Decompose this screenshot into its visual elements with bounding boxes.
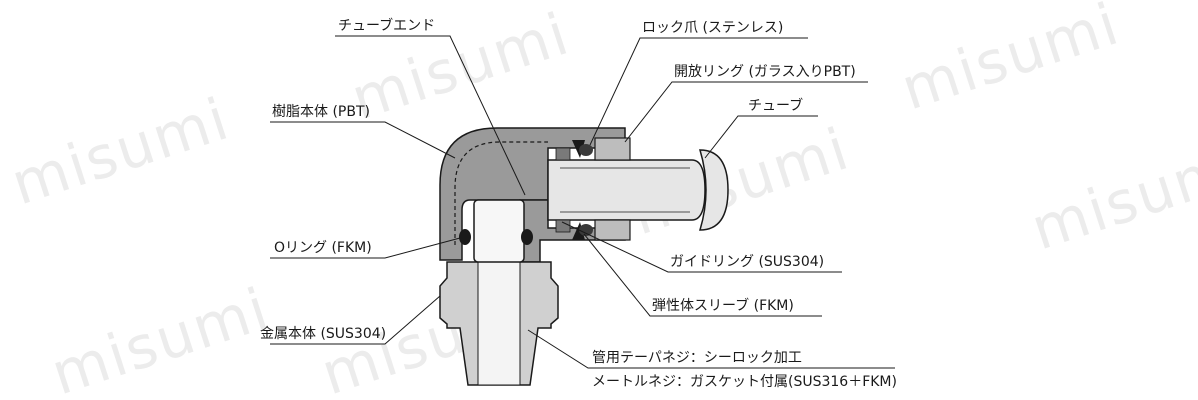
leader-elastomer-sleeve xyxy=(583,233,822,317)
label-o-ring: Oリング (FKM) xyxy=(274,240,372,256)
labels: チューブエンド ロック爪 (ステンレス) 開放リング (ガラス入りPBT) 樹脂… xyxy=(260,17,897,390)
lock-claw-bottom xyxy=(572,222,585,240)
lock-claw-top xyxy=(572,140,585,158)
metal-body-bore xyxy=(477,261,521,386)
label-lock-claw: ロック爪 (ステンレス) xyxy=(642,20,783,36)
elastomer-sleeve-top xyxy=(579,144,593,156)
label-tube: チューブ xyxy=(748,97,803,114)
elbow-fitting xyxy=(439,127,729,386)
leader-lines xyxy=(270,35,895,369)
label-guide-ring: ガイドリング (SUS304) xyxy=(670,254,824,270)
label-metric-thread: メートルネジ：ガスケット付属(SUS316＋FKM) xyxy=(592,374,897,390)
leader-o-ring xyxy=(270,237,461,259)
release-ring-top xyxy=(594,137,631,161)
o-ring-left xyxy=(459,229,471,245)
label-pipe-thread: 管用テーパネジ：シーロック加工 xyxy=(592,350,802,366)
leader-tube xyxy=(704,115,818,159)
guide-ring-bottom xyxy=(555,219,571,233)
label-metal-body: 金属本体 (SUS304) xyxy=(260,326,386,342)
tube-shape xyxy=(547,159,706,221)
label-elastomer-sleeve: 弾性体スリーブ (FKM) xyxy=(652,297,794,314)
resin-body-contour xyxy=(454,141,548,245)
watermark-text: misumi xyxy=(3,84,237,218)
tube-break-end xyxy=(698,149,729,231)
watermark-text: misumi xyxy=(1023,129,1198,263)
release-ring-bottom xyxy=(594,219,631,241)
guide-ring-top xyxy=(555,147,571,161)
central-spigot xyxy=(473,199,525,263)
label-release-ring: 開放リング (ガラス入りPBT) xyxy=(674,64,856,80)
label-resin-body: 樹脂本体 (PBT) xyxy=(272,104,370,120)
leader-resin-body xyxy=(270,121,456,159)
o-ring-right xyxy=(521,229,533,245)
leader-lock-claw xyxy=(589,37,808,146)
watermark-text: misumi xyxy=(893,0,1127,123)
watermark-layer: misumi misumi misumi misumi misumi misum… xyxy=(3,0,1198,400)
leader-thread xyxy=(527,329,895,369)
watermark-text: misumi xyxy=(43,274,277,400)
leader-release-ring xyxy=(624,81,868,143)
label-tube-end: チューブエンド xyxy=(338,17,435,34)
leader-metal-body xyxy=(270,295,441,345)
leader-guide-ring xyxy=(561,221,842,273)
leader-tube-end xyxy=(335,35,526,196)
elastomer-sleeve-bottom xyxy=(579,224,593,236)
